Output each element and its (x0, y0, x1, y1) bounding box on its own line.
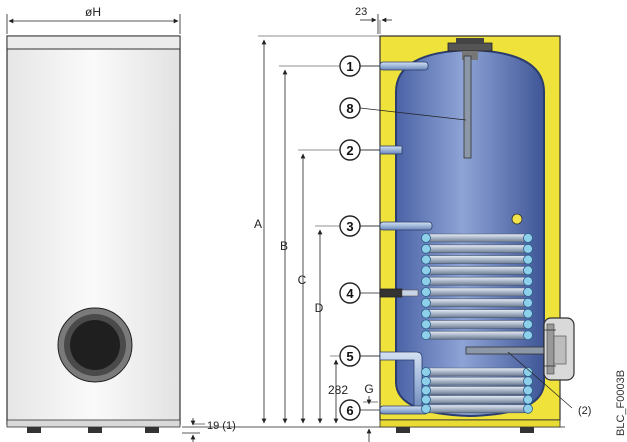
foot-height-label: 19 (1) (207, 420, 236, 432)
sensor-ball (511, 213, 523, 225)
coil-tube-end (421, 276, 431, 287)
pipe-2 (379, 145, 403, 155)
coil-tube-end (523, 308, 533, 319)
coil-tube (423, 376, 529, 386)
front-view: øH (6, 5, 181, 433)
coil-tube-end (421, 394, 431, 405)
section-view (379, 35, 575, 433)
svg-text:5: 5 (346, 349, 353, 364)
coil-tube-end (523, 233, 533, 243)
coil-tube-end (421, 265, 431, 276)
coil-tube (423, 320, 529, 329)
callout-2: 2 (339, 139, 380, 161)
pipe-1 (379, 61, 429, 71)
callout-6: 6 (339, 399, 380, 421)
pipe-3 (379, 221, 433, 231)
coil-tube-end (421, 319, 431, 330)
coil-tube-end (523, 265, 533, 276)
coil-tube-end (421, 254, 431, 265)
callout-5: 5 (339, 345, 380, 367)
coil-tube (423, 298, 529, 308)
coil-tube-end (523, 276, 533, 287)
dimension-a-label: A (254, 217, 262, 231)
coil-tube-end (523, 319, 533, 330)
dimension-c-label: C (298, 273, 307, 287)
pipe-4 (379, 288, 403, 298)
front-foot-mid (88, 427, 102, 433)
coil-tube (423, 404, 529, 414)
coil-tube-end (421, 233, 431, 243)
coil-tube (423, 386, 529, 395)
coil-tube-end (421, 330, 431, 341)
callout-8: 8 (339, 97, 467, 121)
coil-tube-end (523, 243, 533, 254)
coil-tube (423, 367, 529, 377)
coil-tube (423, 309, 529, 318)
section-base (379, 419, 561, 428)
thermostat-housing (543, 317, 575, 381)
coil-tube-end (421, 376, 431, 387)
callout-3: 3 (339, 215, 380, 237)
svg-text:3: 3 (346, 219, 353, 234)
heater-note-leader (507, 351, 573, 409)
coil-tube (423, 255, 529, 264)
coil-tube-end (523, 376, 533, 387)
coil-tube-end (421, 308, 431, 319)
front-foot-left (27, 427, 41, 433)
coil-tube-end (421, 243, 431, 254)
section-foot-right (520, 427, 534, 433)
coil-tube-end (421, 403, 431, 414)
coil-tube (423, 287, 529, 297)
callout-1: 1 (339, 55, 380, 77)
coil-tube-end (523, 297, 533, 308)
svg-text:2: 2 (346, 143, 353, 158)
coil-tube-end (523, 330, 533, 341)
width-label: øH (85, 5, 101, 19)
coil-tube-end (421, 385, 431, 396)
coil-tube-end (421, 287, 431, 297)
section-foot-left (396, 427, 410, 433)
dimension-d-label: D (315, 301, 324, 315)
dimension-g-label: G (364, 382, 373, 396)
coil-tube-end (523, 254, 533, 265)
lower-coil (421, 367, 533, 414)
coil-tube (423, 233, 529, 243)
sensor-sleeve (463, 55, 472, 159)
inspection-cover (57, 307, 133, 383)
svg-text:1: 1 (346, 59, 353, 74)
coil-tube-end (421, 297, 431, 308)
coil-tube (423, 266, 529, 275)
coil-tube (423, 395, 529, 404)
coil-tube (423, 330, 529, 340)
front-base (6, 419, 181, 428)
coil-tube-end (523, 403, 533, 414)
svg-text:8: 8 (346, 101, 353, 116)
heater-rod (465, 346, 551, 355)
coil-tube-end (523, 287, 533, 297)
reference-code: BLC_F0003B (615, 370, 627, 436)
coil-tube-end (523, 394, 533, 405)
callout-4: 4 (339, 282, 380, 304)
top-flange (447, 38, 493, 60)
front-foot-right (145, 427, 159, 433)
coil-tube (423, 244, 529, 254)
pipe-6 (379, 405, 429, 415)
dimension-b-label: B (280, 239, 288, 253)
svg-text:4: 4 (346, 286, 354, 301)
coil-tube-end (421, 367, 431, 377)
upper-coil (421, 233, 533, 341)
dimension-282-label: 282 (328, 383, 348, 397)
offset-23-label: 23 (355, 6, 367, 18)
heater-note-label: (2) (578, 405, 591, 417)
coil-tube-end (523, 385, 533, 396)
svg-text:6: 6 (346, 403, 353, 418)
front-cover (6, 35, 181, 50)
coil-tube (423, 276, 529, 286)
